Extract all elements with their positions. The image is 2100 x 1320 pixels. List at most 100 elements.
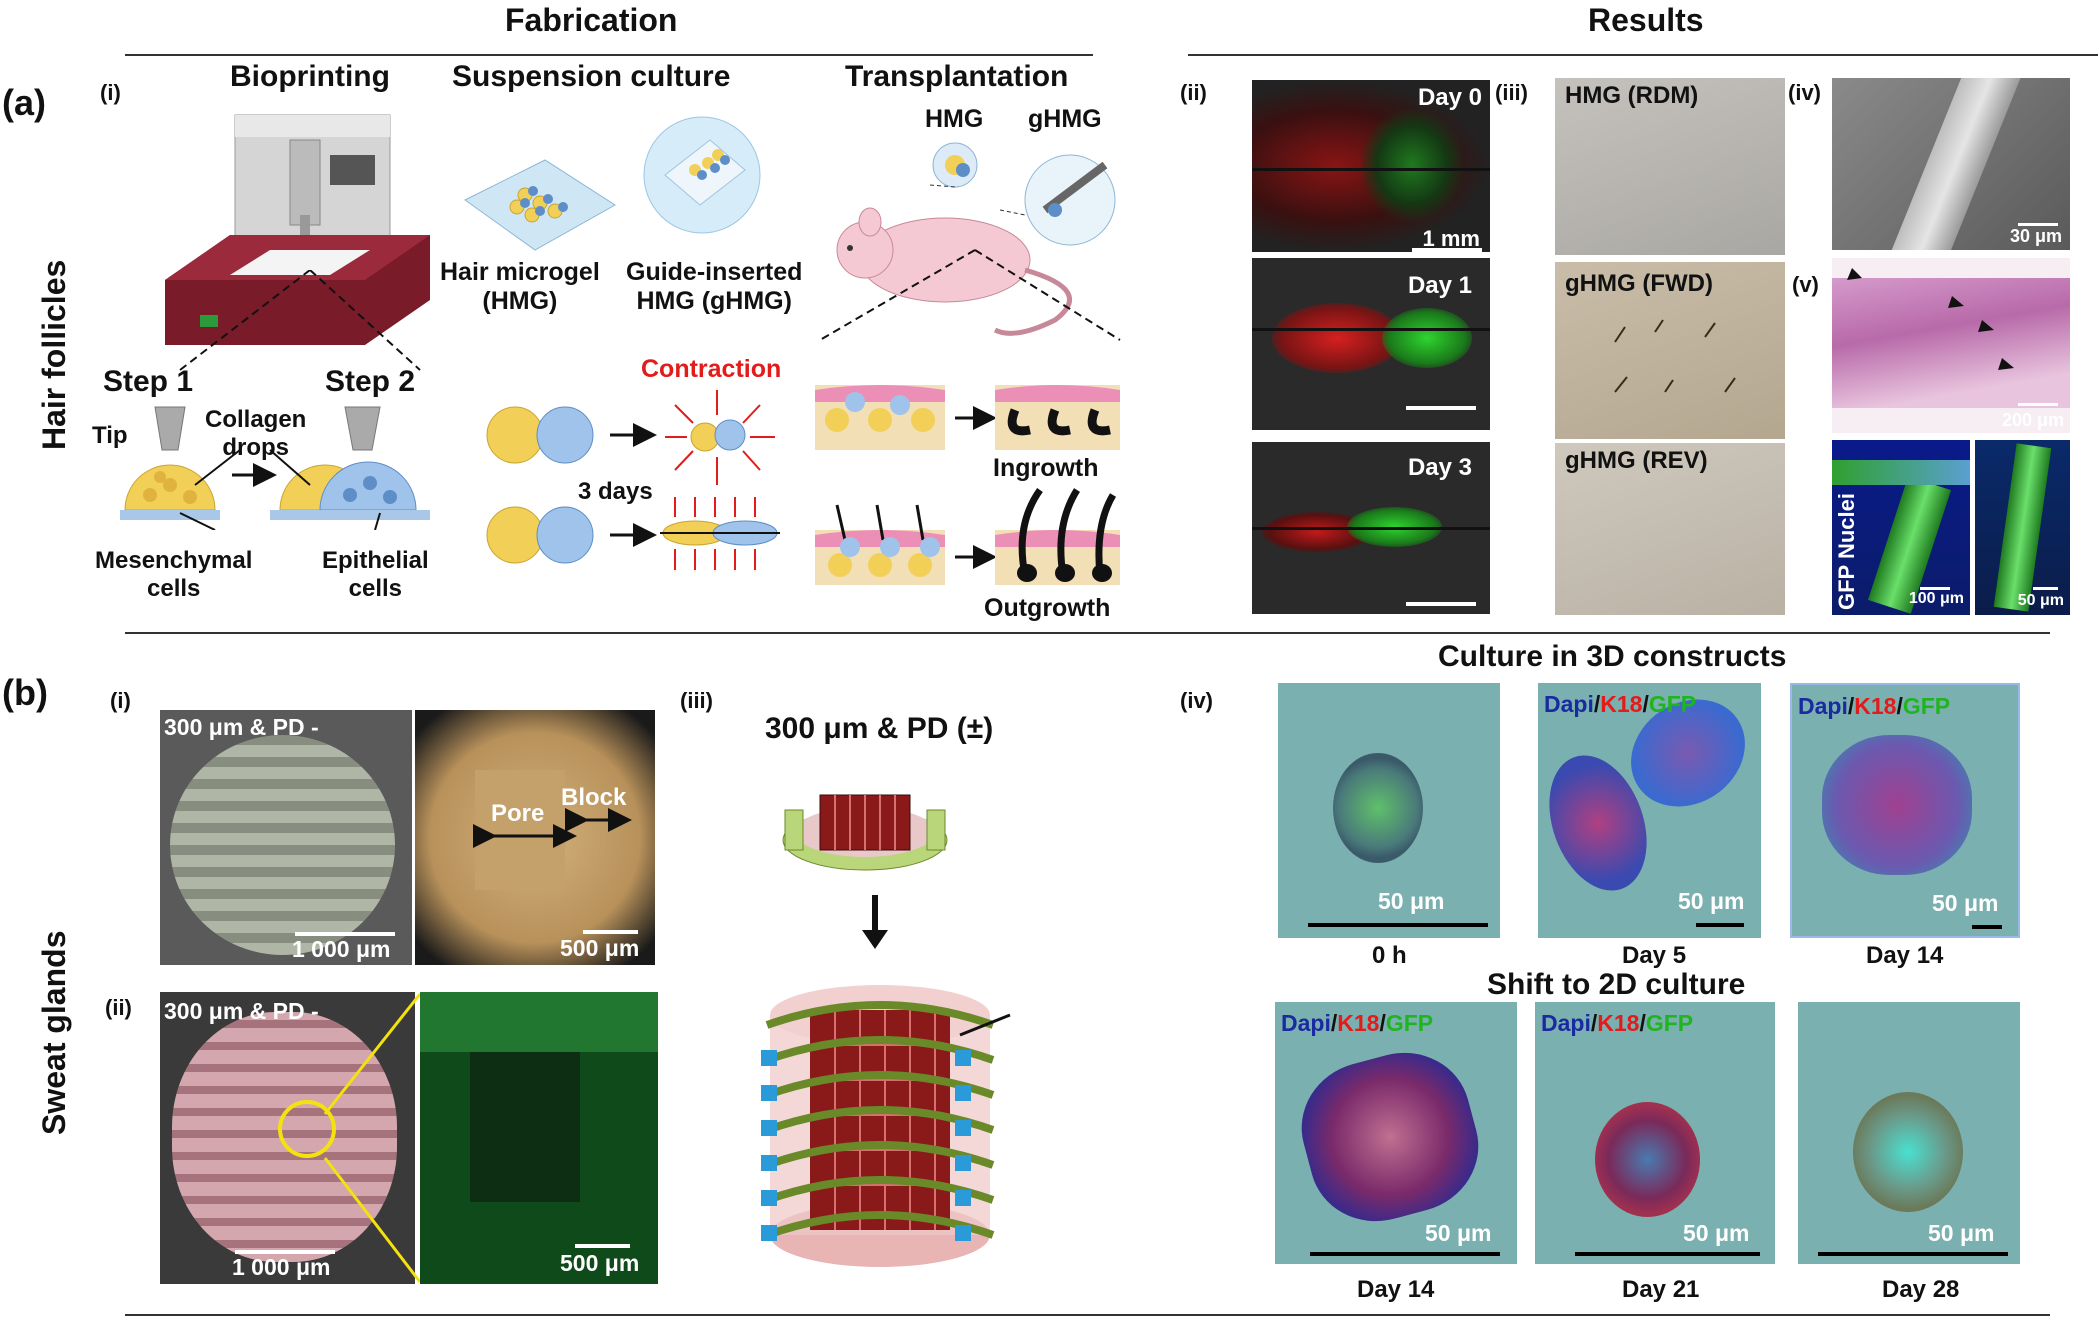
scale-50-day28: 50 μm xyxy=(1928,1220,1995,1246)
epithelial-label: Epithelial cells xyxy=(322,547,429,602)
panel-b-iii-label: (iii) xyxy=(680,688,713,713)
time-day5: Day 5 xyxy=(1622,942,1687,969)
ghmg-short-label: gHMG xyxy=(1028,105,1102,133)
pink-scaffold-photo: 300 μm & PD - 1 000 μm xyxy=(160,992,415,1284)
micro-day21: Dapi/K18/GFP 50 μm xyxy=(1535,1002,1775,1264)
row-a-label: (a) xyxy=(2,82,46,123)
stain-k18-4: K18 xyxy=(1597,1010,1640,1036)
pore-label: Pore xyxy=(491,800,545,827)
green-fluorescence-photo: 500 μm xyxy=(420,992,658,1284)
ingrowth-illustration xyxy=(815,385,1120,450)
time-day28: Day 28 xyxy=(1882,1276,1960,1303)
stacked-layers-illustration xyxy=(761,985,1011,1267)
slash-1b: / xyxy=(1642,691,1649,717)
micro-day28: 50 μm xyxy=(1798,1002,2020,1264)
pd-pm-label: 300 μm & PD (±) xyxy=(765,712,994,745)
scale-100-label: 100 μm xyxy=(1908,590,1964,607)
row-b-label: (b) xyxy=(2,672,48,713)
transplantation-title: Transplantation xyxy=(845,60,1069,93)
scale-500-label-1: 500 μm xyxy=(560,935,640,961)
hmg-label: Hair microgel (HMG) xyxy=(440,258,600,315)
results-rule xyxy=(1188,54,2098,56)
fabrication-rule xyxy=(125,54,1093,56)
contraction-label: Contraction xyxy=(641,355,782,383)
three-days-label: 3 days xyxy=(578,478,653,505)
panel-a-iv-label: (iv) xyxy=(1788,80,1821,105)
culture-3d-title: Culture in 3D constructs xyxy=(1438,640,1787,673)
day0-image: Day 0 1 mm xyxy=(1252,80,1490,252)
pd-minus-label-1: 300 μm & PD - xyxy=(164,714,319,740)
step-guide-lines xyxy=(179,270,421,371)
row-a-side-label: Hair follicles xyxy=(36,259,72,450)
panel-a-ii-label: (ii) xyxy=(1180,80,1207,105)
slash-3a: / xyxy=(1330,1010,1338,1036)
micro-0h: 50 μm xyxy=(1278,683,1500,938)
hmg-dish-illustration xyxy=(464,159,616,251)
panel-a-iii-label: (iii) xyxy=(1495,80,1528,105)
stain-dapi-3: Dapi xyxy=(1281,1010,1331,1036)
scale-1000-label-2: 1 000 μm xyxy=(232,1254,331,1280)
results-header: Results xyxy=(1588,2,1704,38)
panel-a-i-label: (i) xyxy=(100,80,121,105)
panel-b-ii-label: (ii) xyxy=(105,995,132,1020)
stain-gfp-1: GFP xyxy=(1648,691,1697,717)
gfp-nuclei-image-1: GFP Nuclei 100 μm xyxy=(1832,440,1970,615)
fabrication-header: Fabrication xyxy=(505,2,678,38)
stain-dapi-1: Dapi xyxy=(1544,691,1594,717)
slash-4a: / xyxy=(1590,1010,1598,1036)
day1-label: Day 1 xyxy=(1407,272,1472,299)
drop-illustration xyxy=(120,406,430,530)
ghmg-well-illustration xyxy=(643,116,761,234)
bioprinting-title: Bioprinting xyxy=(230,60,390,93)
rdm-image: HMG (RDM) xyxy=(1555,78,1785,255)
sem-image: 30 μm xyxy=(1832,78,2070,250)
stain-k18-1: K18 xyxy=(1600,691,1643,717)
scaffold-photo: 300 μm & PD - 1 000 μm xyxy=(160,710,412,965)
row-divider xyxy=(125,632,2050,634)
scale-500-label-2: 500 μm xyxy=(560,1250,640,1276)
gfp-nuclei-image-2: 50 μm xyxy=(1975,440,2070,615)
time-0h: 0 h xyxy=(1372,942,1407,969)
block-label: Block xyxy=(561,784,627,811)
slash-2b: / xyxy=(1896,693,1903,719)
shift-2d-title: Shift to 2D culture xyxy=(1487,968,1746,1001)
panel-b-iv-label: (iv) xyxy=(1180,688,1213,713)
micro-day14-2d: Dapi/K18/GFP 50 μm xyxy=(1275,1002,1517,1264)
row-b-side-label: Sweat glands xyxy=(36,930,72,1136)
day3-label: Day 3 xyxy=(1407,454,1472,481)
scale-50-day21: 50 μm xyxy=(1683,1220,1750,1246)
fwd-image: gHMG (FWD) xyxy=(1555,262,1785,439)
time-day21: Day 21 xyxy=(1622,1276,1700,1303)
day0-label: Day 0 xyxy=(1417,84,1482,111)
step1-label: Step 1 xyxy=(103,365,194,398)
stain-k18-2: K18 xyxy=(1854,693,1897,719)
rev-label: gHMG (REV) xyxy=(1565,447,1708,474)
pd-minus-label-2: 300 μm & PD - xyxy=(164,998,319,1024)
slash-3b: / xyxy=(1379,1010,1386,1036)
stain-gfp-4: GFP xyxy=(1645,1010,1694,1036)
bioprinter-illustration xyxy=(165,114,430,345)
day3-image: Day 3 xyxy=(1252,442,1490,614)
day1-image: Day 1 xyxy=(1252,258,1490,430)
gfp-nuclei-label: GFP Nuclei xyxy=(1834,493,1859,610)
step2-label: Step 2 xyxy=(325,365,416,398)
single-layer-illustration xyxy=(782,794,948,871)
contraction-illustration xyxy=(486,390,780,570)
mesenchymal-label: Mesenchymal cells xyxy=(95,547,253,602)
tip-label: Tip xyxy=(92,422,128,449)
slash-2a: / xyxy=(1847,693,1855,719)
time-day14-3d: Day 14 xyxy=(1866,942,1944,969)
rev-image: gHMG (REV) xyxy=(1555,443,1785,615)
stain-k18-3: K18 xyxy=(1337,1010,1380,1036)
scale-50-day14-3d: 50 μm xyxy=(1932,890,1999,916)
scale-50-day5: 50 μm xyxy=(1678,888,1745,914)
zoom-lines xyxy=(323,993,422,1283)
time-day14-2d: Day 14 xyxy=(1357,1276,1435,1303)
panel-b-i-label: (i) xyxy=(110,688,131,713)
collagen-drops-label: Collagen drops xyxy=(205,406,307,461)
hmg-short-label: HMG xyxy=(925,105,984,133)
ghmg-label: Guide-inserted HMG (gHMG) xyxy=(626,258,803,315)
down-arrow xyxy=(862,895,888,949)
micro-day5: Dapi/K18/GFP 50 μm xyxy=(1538,683,1761,938)
scale-50-0h: 50 μm xyxy=(1378,888,1445,914)
